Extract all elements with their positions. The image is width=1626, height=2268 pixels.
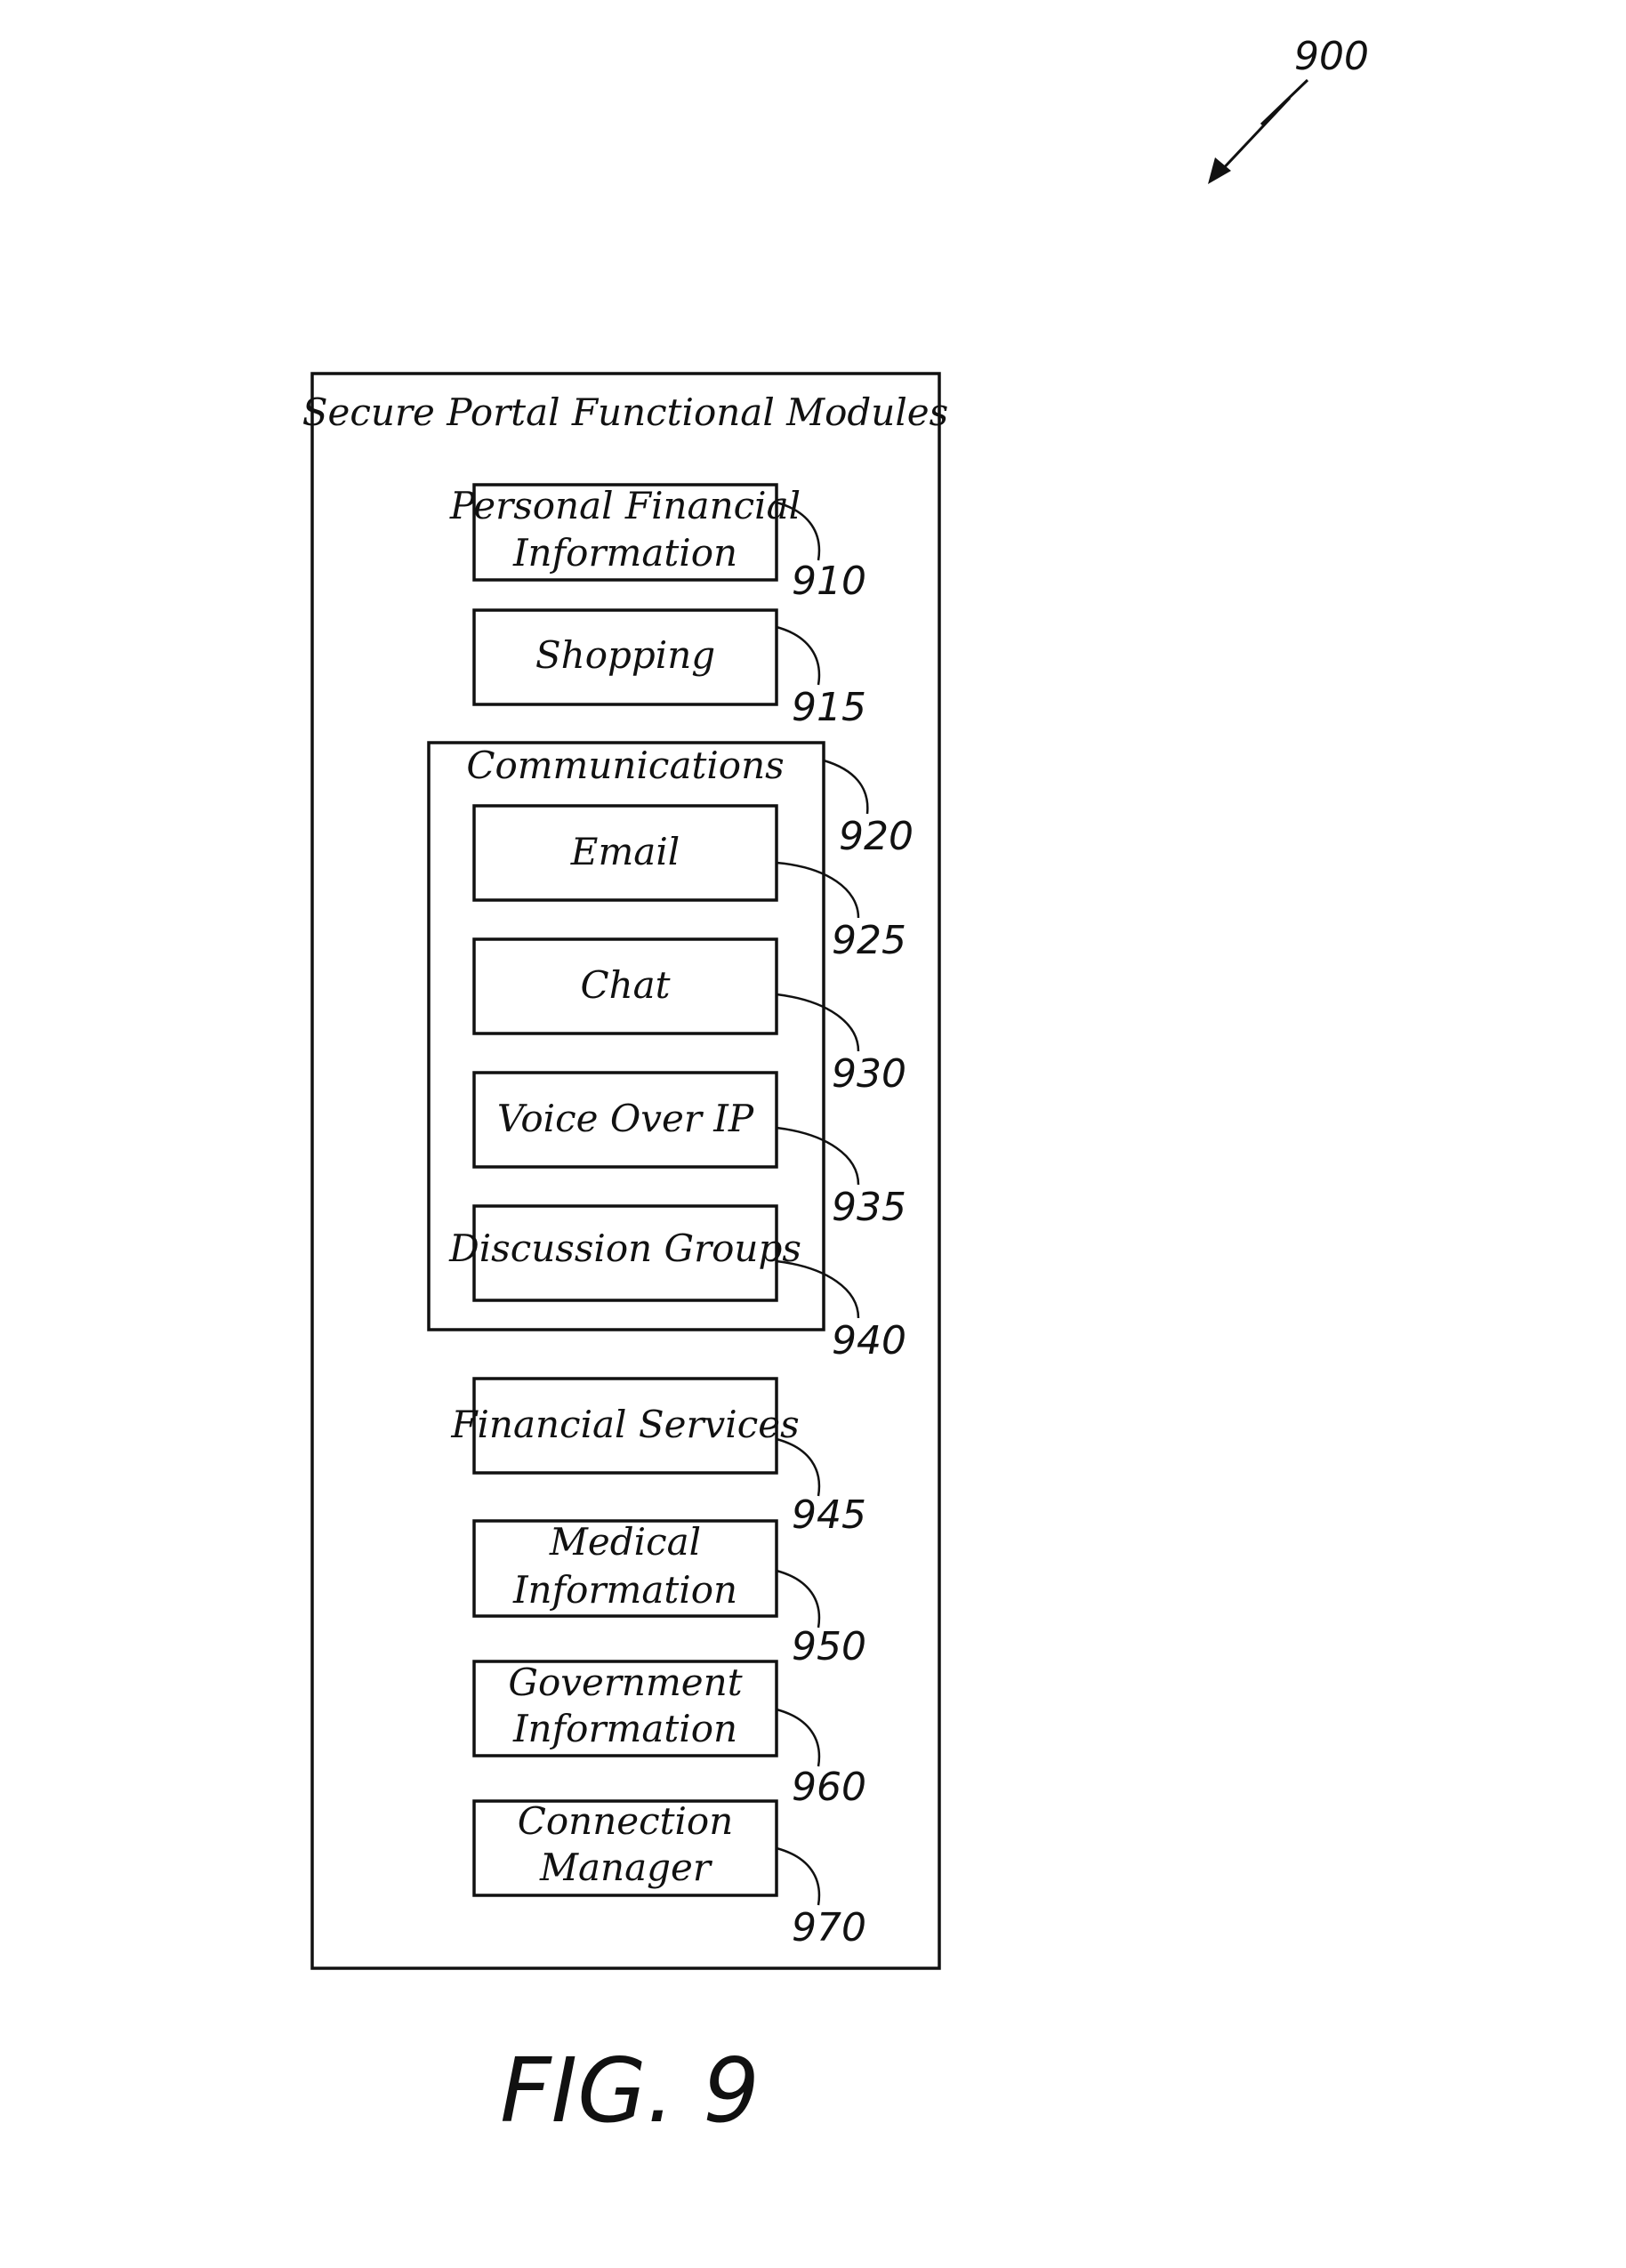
reference-leader-line [777, 1709, 819, 1766]
reference-numeral: 935 [832, 1185, 906, 1230]
reference-numeral: 945 [792, 1492, 866, 1538]
module-label-line-2: Information [512, 1707, 737, 1750]
reference-numeral: 915 [792, 685, 866, 730]
figure-ref-label: 900 [1294, 34, 1369, 79]
module-government-information: Government Information 960 [474, 1661, 866, 1810]
reference-leader-line [777, 1439, 819, 1496]
module-label: Voice Over IP [497, 1097, 754, 1140]
container-title: Secure Portal Functional Modules [302, 390, 948, 434]
reference-numeral: 930 [832, 1051, 906, 1097]
reference-leader-line [777, 1848, 819, 1905]
reference-numeral: 910 [792, 559, 866, 604]
module-label-line-1: Medical [549, 1520, 701, 1564]
reference-numeral: 970 [792, 1905, 866, 1950]
arrowhead-icon [1208, 157, 1231, 184]
figure-caption: FIG. 9 [500, 2039, 760, 2143]
reference-leader-line [777, 1571, 819, 1628]
module-label-line-1: Personal Financial [449, 484, 801, 527]
module-label: Discussion Groups [448, 1226, 801, 1270]
module-label-line-1: Government [508, 1661, 742, 1704]
reference-leader-line [777, 863, 858, 918]
reference-numeral: 960 [792, 1765, 866, 1810]
reference-leader-line [824, 760, 867, 814]
module-label-line-1: Connection [518, 1799, 734, 1843]
module-label: Chat [580, 963, 670, 1007]
module-label-line-2: Information [512, 531, 737, 575]
module-label-line-2: Information [512, 1568, 737, 1612]
module-label: Email [570, 830, 680, 873]
reference-numeral: 940 [832, 1318, 906, 1363]
communications-group: Communications 920 Email 925 Chat 930 Vo… [429, 743, 914, 1363]
module-connection-manager: Connection Manager 970 [474, 1799, 866, 1950]
module-financial-services: Financial Services 945 [450, 1379, 866, 1538]
communications-title: Communications [466, 744, 784, 787]
reference-numeral: 950 [792, 1624, 866, 1669]
reference-leader-line [777, 1128, 858, 1185]
module-medical-information: Medical Information 950 [474, 1520, 866, 1669]
figure-reference-900: 900 [1208, 34, 1369, 184]
figure-ref-zigzag-arrow [1219, 80, 1308, 173]
module-shopping: Shopping 915 [474, 610, 866, 730]
module-personal-financial-information: Personal Financial Information 910 [449, 484, 866, 604]
reference-leader-line [777, 994, 858, 1051]
reference-numeral: 920 [839, 814, 914, 859]
reference-leader-line [777, 627, 819, 685]
module-label: Financial Services [450, 1403, 799, 1446]
reference-numeral: 925 [832, 918, 906, 963]
module-label: Shopping [535, 633, 715, 677]
module-label-line-2: Manager [539, 1846, 713, 1889]
